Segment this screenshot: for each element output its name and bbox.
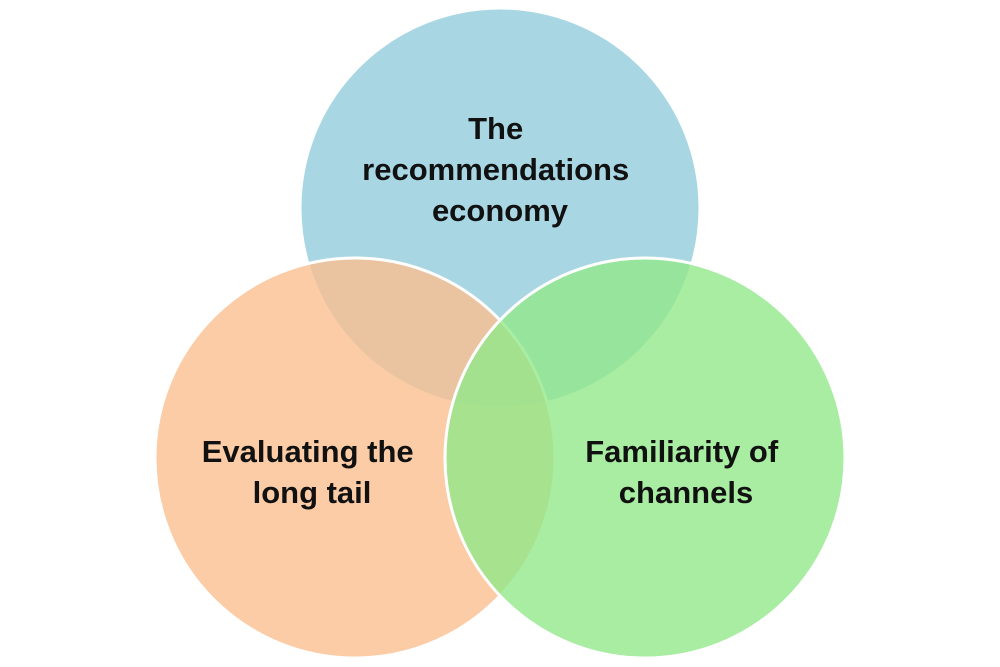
label-line: The [468, 111, 523, 146]
label-recommendations-economy: The recommendations economy [362, 111, 638, 228]
label-line: Familiarity of [585, 434, 779, 469]
label-evaluating-long-tail: Evaluating the long tail [202, 434, 423, 510]
label-familiarity-of-channels: Familiarity of channels [585, 434, 787, 510]
label-line: Evaluating the [202, 434, 414, 469]
label-line: recommendations [362, 152, 629, 187]
label-line: economy [432, 193, 569, 228]
circle-familiarity-of-channels [443, 256, 847, 660]
label-line: long tail [253, 475, 372, 510]
venn-labels: The recommendations economy Evaluating t… [202, 111, 787, 510]
venn-circles [153, 6, 847, 660]
label-line: channels [619, 475, 753, 510]
